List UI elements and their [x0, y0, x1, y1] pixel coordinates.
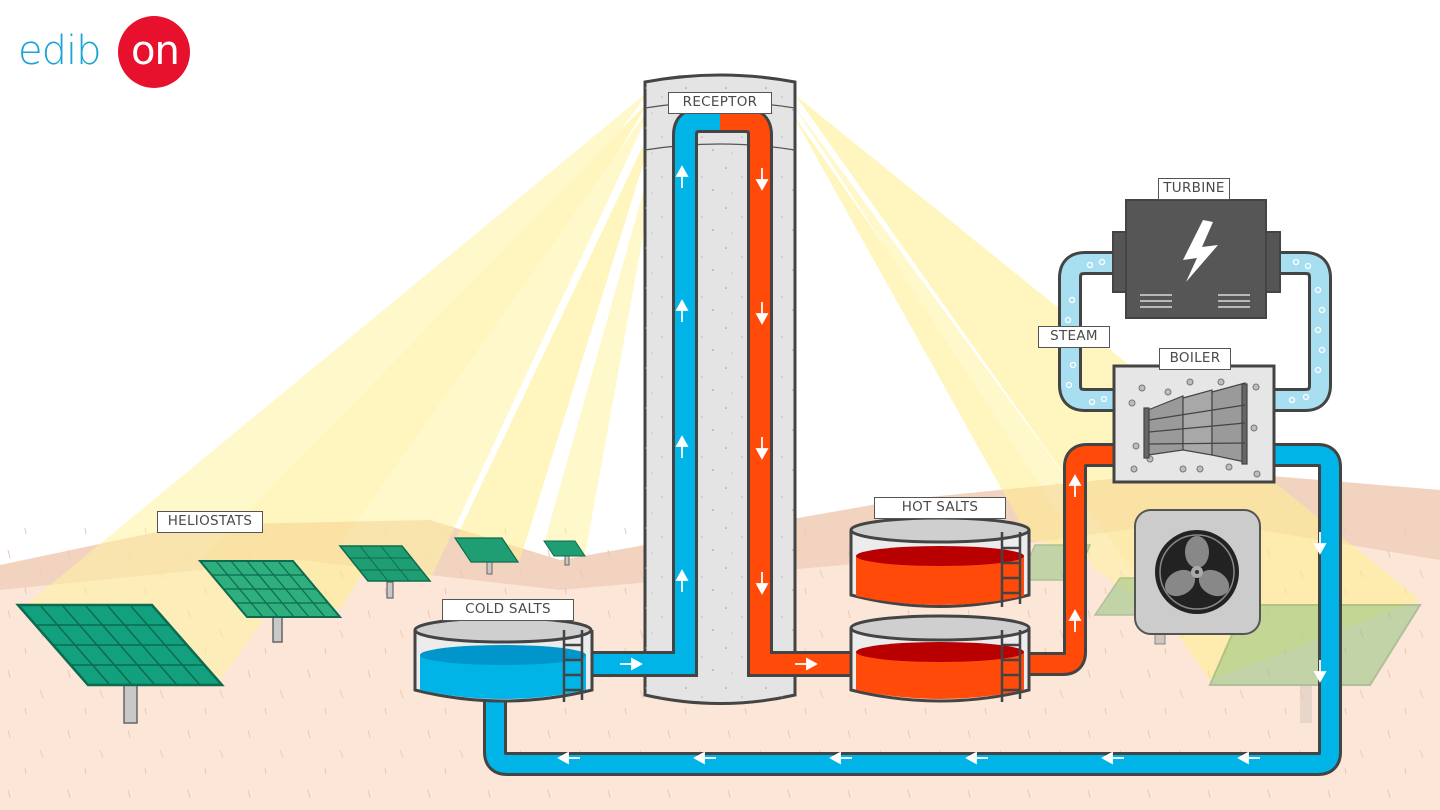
heliostats-label: HELIOSTATS [157, 511, 263, 533]
arrow-up-icon [675, 569, 689, 592]
cold-salt-loop [483, 107, 1342, 776]
arrow-right-icon [795, 657, 818, 671]
heat-exchanger-icon [1143, 382, 1248, 465]
arrow-down-icon [1313, 660, 1327, 683]
ladder-icon [1000, 532, 1022, 607]
heliostat [453, 537, 520, 575]
edibon-logo: edib on [18, 14, 190, 88]
turbine [1112, 199, 1281, 319]
cold-salts-label: COLD SALTS [442, 599, 574, 621]
logo-circle [118, 16, 190, 88]
arrow-down-icon [755, 572, 769, 595]
heliostat [15, 603, 225, 724]
hot-salt-loop [720, 107, 1115, 677]
heliostat [543, 540, 586, 566]
logo-text-primary: edib [18, 28, 102, 74]
heliostat [338, 545, 432, 599]
heliostat [197, 560, 343, 643]
arrow-left-icon [829, 751, 852, 765]
fan-icon [1155, 530, 1239, 614]
boiler-rivets [1128, 378, 1261, 478]
arrow-left-icon [557, 751, 580, 765]
lightning-icon [1183, 220, 1218, 282]
hot-salts-tank-lower [849, 614, 1031, 703]
arrow-up-icon [675, 435, 689, 458]
boiler [1112, 364, 1276, 484]
cold-salts-tank [413, 616, 594, 703]
arrow-left-icon [693, 751, 716, 765]
arrow-down-icon [755, 302, 769, 325]
beam [545, 115, 665, 555]
arrow-right-icon [620, 657, 643, 671]
arrow-up-icon [675, 299, 689, 322]
turbine-label: TURBINE [1158, 178, 1230, 200]
heliostats [15, 537, 1422, 724]
hot-salts-tank-upper [849, 516, 1031, 608]
arrow-left-icon [965, 751, 988, 765]
beam [795, 95, 1420, 680]
arrow-down-icon [755, 168, 769, 191]
flow-arrows [557, 165, 1327, 765]
arrow-down-icon [1313, 532, 1327, 555]
arrow-left-icon [1237, 751, 1260, 765]
receptor-label: RECEPTOR [668, 92, 772, 114]
cooling-fan-unit [1134, 509, 1261, 645]
arrow-up-icon [1068, 474, 1082, 497]
arrow-up-icon [1068, 609, 1082, 632]
steam-bubbles [1064, 258, 1326, 406]
arrow-left-icon [1101, 751, 1124, 765]
logo-text-accent: on [131, 28, 180, 74]
ladder-icon [1000, 630, 1022, 702]
arrow-down-icon [755, 437, 769, 460]
beam [455, 110, 660, 560]
hot-salts-label: HOT SALTS [874, 497, 1006, 519]
ladder-icon [562, 630, 584, 702]
beam [340, 100, 655, 580]
steam-label: STEAM [1038, 326, 1110, 348]
arrow-up-icon [675, 165, 689, 188]
beam [200, 100, 650, 610]
boiler-label: BOILER [1159, 348, 1231, 370]
